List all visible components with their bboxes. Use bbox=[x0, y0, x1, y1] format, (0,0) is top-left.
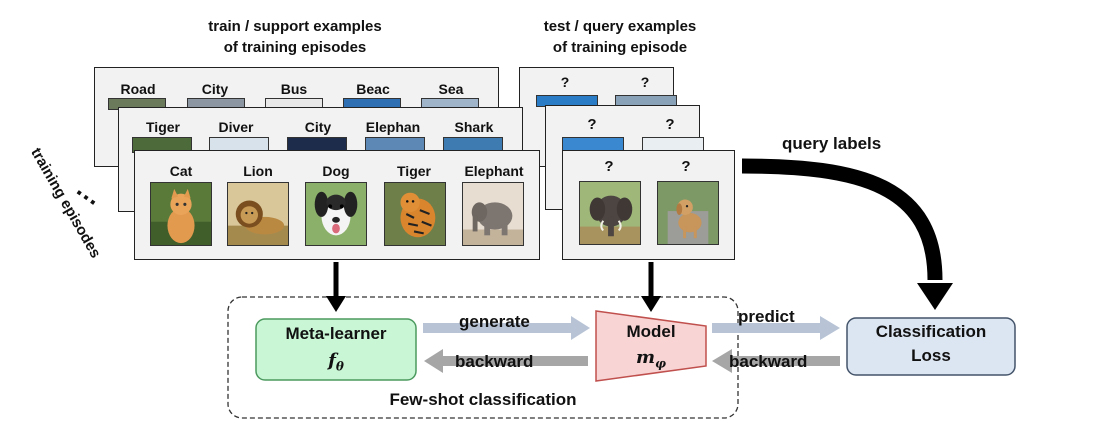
query-caption-line2: of training episode bbox=[552, 39, 688, 56]
support-caption-line2: of training episodes bbox=[223, 39, 367, 56]
few-shot-region bbox=[227, 296, 739, 419]
support-caption: train / support examples of training epi… bbox=[150, 16, 440, 58]
query-label: ? bbox=[604, 158, 614, 175]
cat-image-art bbox=[151, 183, 211, 245]
elephant-image bbox=[462, 182, 524, 246]
cat-image bbox=[150, 182, 212, 246]
model-title: Model bbox=[626, 322, 676, 341]
support-label: Bus bbox=[280, 81, 308, 97]
tiger-image-art bbox=[385, 183, 445, 245]
backward-arrow-left bbox=[424, 349, 588, 373]
support-label: Diver bbox=[218, 119, 254, 135]
support-label: Elephan bbox=[365, 119, 421, 135]
model-symbol: mφ bbox=[636, 347, 666, 371]
generate-arrow bbox=[423, 316, 590, 340]
support-label: Dog bbox=[322, 163, 350, 179]
support-label: Shark bbox=[454, 119, 494, 135]
support-label: City bbox=[201, 81, 229, 97]
predict-arrow bbox=[712, 316, 840, 340]
query-elephant-image-art bbox=[580, 182, 640, 244]
backward-label-left: backward bbox=[455, 352, 534, 371]
generate-label: generate bbox=[459, 312, 530, 331]
support-label: City bbox=[304, 119, 332, 135]
query-caption: test / query examples of training episod… bbox=[500, 16, 740, 58]
meta-learner-box bbox=[255, 318, 417, 381]
model-box bbox=[595, 310, 707, 382]
support-label: Tiger bbox=[397, 163, 431, 179]
query-labels-text: query labels bbox=[782, 134, 882, 153]
query-caption-line1: test / query examples bbox=[543, 18, 697, 35]
query-labels-arrow bbox=[741, 158, 953, 310]
tiger-image bbox=[384, 182, 446, 246]
support-caption-line1: train / support examples bbox=[208, 18, 382, 35]
meta-learner-symbol: fθ bbox=[328, 350, 344, 374]
support-label: Elephant bbox=[464, 163, 524, 179]
dog-image-art bbox=[306, 183, 366, 245]
few-shot-label: Few-shot classification bbox=[389, 390, 577, 409]
classification-loss-box bbox=[846, 317, 1016, 376]
elephant-image-art bbox=[463, 183, 523, 245]
query-label: ? bbox=[665, 116, 675, 133]
query-label: ? bbox=[560, 74, 570, 90]
backward-arrow-right bbox=[712, 349, 840, 373]
support-label: Cat bbox=[169, 163, 193, 179]
support-label: Tiger bbox=[146, 119, 180, 135]
query-dog-image-art bbox=[658, 182, 718, 244]
predict-label: predict bbox=[738, 307, 795, 326]
lion-image-art bbox=[228, 183, 288, 245]
support-to-meta-arrow bbox=[326, 262, 346, 312]
support-label: Sea bbox=[438, 81, 464, 97]
backward-label-right: backward bbox=[729, 352, 808, 371]
support-label: Lion bbox=[243, 163, 273, 179]
meta-learner-title: Meta-learner bbox=[285, 324, 387, 343]
query-label: ? bbox=[587, 116, 597, 133]
query-label: ? bbox=[640, 74, 650, 90]
classification-loss-line1: Classification bbox=[875, 322, 987, 341]
query-to-model-arrow bbox=[641, 262, 661, 312]
classification-loss-line2: Loss bbox=[911, 346, 951, 365]
dog-image bbox=[305, 182, 367, 246]
support-label: Road bbox=[120, 81, 156, 97]
support-label: Beac bbox=[356, 81, 390, 97]
query-label: ? bbox=[681, 158, 691, 175]
query-elephant-image bbox=[579, 181, 641, 245]
lion-image bbox=[227, 182, 289, 246]
query-dog-image bbox=[657, 181, 719, 245]
